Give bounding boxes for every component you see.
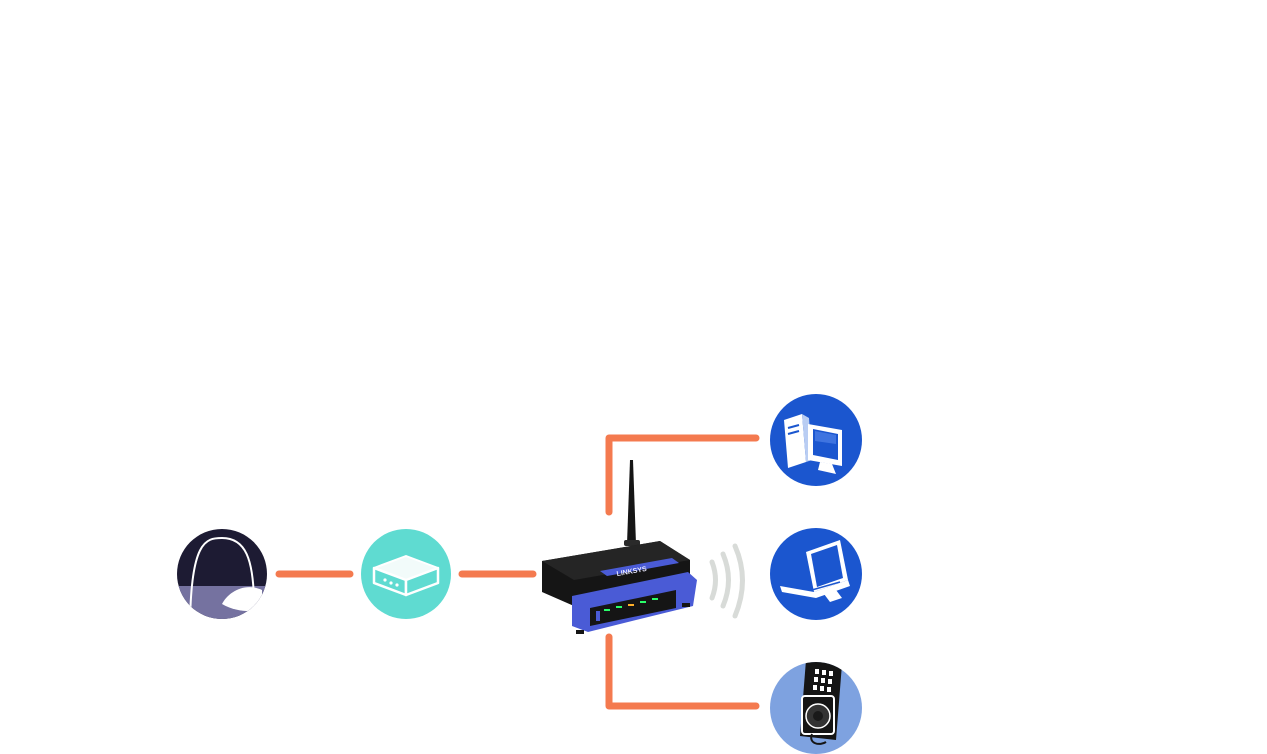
wireless-signal-icon (712, 546, 743, 616)
cable-router-to-phone (609, 637, 756, 706)
internet-globe-icon (170, 529, 280, 632)
desktop-computer-icon (770, 394, 862, 486)
broadband-modem-icon (361, 529, 451, 619)
phone-adapter-icon (770, 660, 862, 754)
wireless-router-icon: LINKSYS (542, 460, 697, 634)
laptop-computer-icon (770, 528, 862, 620)
